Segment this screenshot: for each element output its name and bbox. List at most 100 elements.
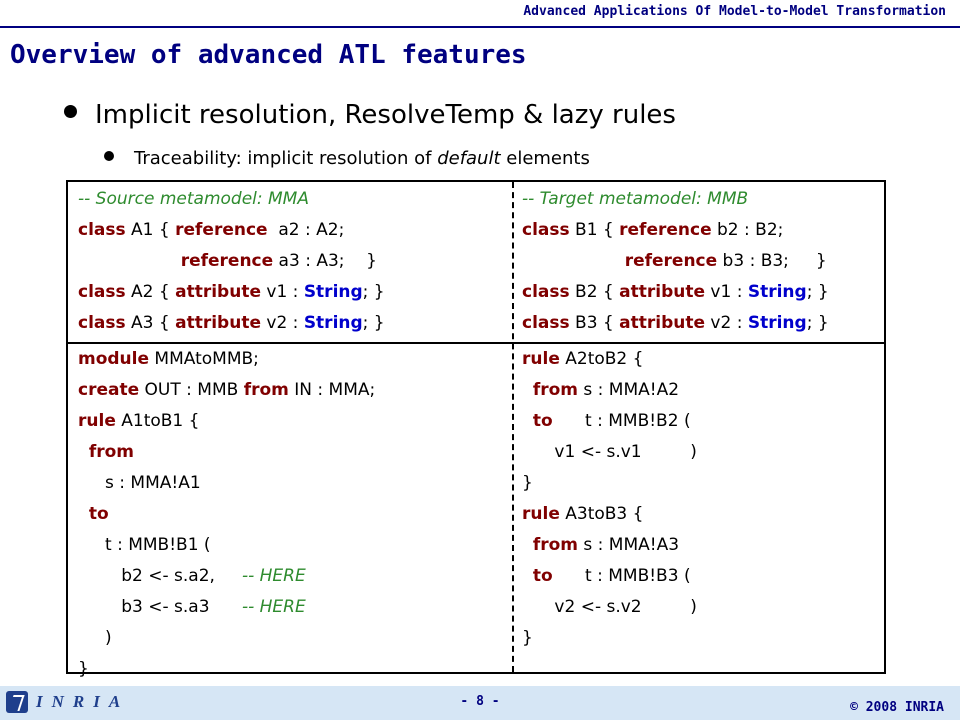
code-line: to	[78, 499, 375, 530]
code-line: class B3 { attribute v2 : String; }	[522, 308, 829, 339]
presentation-title: Advanced Applications Of Model-to-Model …	[523, 4, 946, 19]
code-text: ; }	[362, 282, 385, 302]
code-text: s : MMA!A3	[578, 535, 680, 555]
code-text: A1 {	[125, 220, 176, 240]
code-text: OUT : MMB	[139, 380, 244, 400]
code-line: }	[78, 654, 375, 685]
code-keyword: to	[532, 566, 553, 586]
code-line: s : MMA!A1	[78, 468, 375, 499]
code-line: b2 <- s.a2, -- HERE	[78, 561, 375, 592]
code-text: A3 {	[125, 313, 176, 333]
module-rule-a1tob1-code: module MMAtoMMB;create OUT : MMB from IN…	[78, 344, 375, 685]
code-text: s : MMA!A1	[78, 473, 201, 493]
code-text	[522, 411, 533, 431]
code-line: reference b3 : B3; }	[522, 246, 829, 277]
copyright: © 2008 INRIA	[850, 700, 944, 715]
code-keyword: class	[78, 220, 126, 240]
code-keyword: reference	[619, 220, 712, 240]
code-keyword: attribute	[175, 282, 261, 302]
code-text: a3 : A3; }	[273, 251, 377, 271]
code-line: -- Target metamodel: MMB	[522, 184, 829, 215]
inria-logo: INRIA	[6, 688, 129, 716]
code-comment: -- HERE	[241, 566, 306, 586]
code-text: MMAtoMMB;	[149, 349, 259, 369]
code-line: from s : MMA!A2	[522, 375, 697, 406]
row-divider	[68, 342, 884, 344]
code-keyword: class	[78, 282, 126, 302]
bullet-level1: Implicit resolution, ResolveTemp & lazy …	[64, 100, 676, 130]
code-keyword: to	[532, 411, 553, 431]
code-type: String	[303, 282, 363, 302]
code-text: v1 :	[260, 282, 304, 302]
code-line: class A2 { attribute v1 : String; }	[78, 277, 385, 308]
code-keyword: rule	[522, 504, 560, 524]
code-text: ; }	[362, 313, 385, 333]
code-line: b3 <- s.a3 -- HERE	[78, 592, 375, 623]
code-keyword: reference	[624, 251, 718, 271]
code-text: b3 <- s.a3	[78, 597, 242, 617]
page-number: - 8 -	[460, 694, 500, 709]
code-line: -- Source metamodel: MMA	[78, 184, 385, 215]
code-line: from s : MMA!A3	[522, 530, 697, 561]
code-keyword: create	[78, 380, 140, 400]
code-text: v2 :	[260, 313, 304, 333]
code-text	[522, 380, 533, 400]
code-text: ; }	[806, 313, 829, 333]
code-line: class A1 { reference a2 : A2;	[78, 215, 385, 246]
code-type: String	[747, 282, 807, 302]
rules-a2tob2-a3tob3-code: rule A2toB2 { from s : MMA!A2 to t : MMB…	[522, 344, 697, 654]
slide-title: Overview of advanced ATL features	[10, 40, 527, 70]
code-keyword: reference	[180, 251, 274, 271]
code-keyword: from	[243, 380, 289, 400]
code-keyword: attribute	[619, 282, 706, 302]
code-line: rule A3toB3 {	[522, 499, 697, 530]
code-text	[522, 535, 533, 555]
code-keyword: rule	[522, 349, 560, 369]
code-text: v1 <- s.v1 )	[522, 442, 697, 462]
footer-bar	[0, 686, 960, 720]
code-line: }	[522, 623, 697, 654]
code-text: ; }	[806, 282, 829, 302]
code-text: v2 :	[705, 313, 748, 333]
code-text: b3 : B3; }	[717, 251, 827, 271]
code-text	[78, 442, 89, 462]
code-line: v2 <- s.v2 )	[522, 592, 696, 623]
code-text: t : MMB!B2 (	[552, 411, 691, 431]
code-line: from	[78, 437, 375, 468]
code-text: t : MMB!B1 (	[78, 535, 211, 555]
code-line: class B1 { reference b2 : B2;	[522, 215, 829, 246]
code-keyword: class	[522, 313, 570, 333]
code-text: b2 <- s.a2,	[78, 566, 242, 586]
code-text: B3 {	[569, 313, 620, 333]
code-type: String	[303, 313, 363, 333]
code-line: create OUT : MMB from IN : MMA;	[78, 375, 375, 406]
code-line: t : MMB!B1 (	[78, 530, 375, 561]
code-text: s : MMA!A2	[578, 380, 680, 400]
column-divider	[512, 182, 514, 672]
code-text: B1 {	[569, 220, 620, 240]
code-keyword: reference	[175, 220, 268, 240]
code-text: A1toB1 {	[115, 411, 200, 431]
header-rule	[0, 26, 960, 28]
bullet-level2: Traceability: implicit resolution of def…	[104, 148, 590, 169]
bullet-level2-prefix: Traceability: implicit resolution of	[134, 148, 438, 169]
bullet-level2-text: Traceability: implicit resolution of def…	[134, 148, 590, 169]
code-keyword: rule	[78, 411, 116, 431]
code-text	[522, 251, 625, 271]
bullet-level2-suffix: elements	[500, 148, 590, 169]
bullet-level1-text: Implicit resolution, ResolveTemp & lazy …	[95, 100, 676, 130]
code-text: b2 : B2;	[711, 220, 784, 240]
code-keyword: class	[522, 220, 570, 240]
code-text: }	[522, 473, 533, 493]
code-text: t : MMB!B3 (	[552, 566, 691, 586]
code-line: rule A2toB2 {	[522, 344, 697, 375]
code-keyword: class	[522, 282, 570, 302]
code-keyword: from	[88, 442, 134, 462]
code-text: }	[78, 659, 89, 679]
code-text	[522, 566, 533, 586]
code-text: a2 : A2;	[267, 220, 345, 240]
code-text: A3toB3 {	[559, 504, 644, 524]
code-text: A2toB2 {	[559, 349, 644, 369]
